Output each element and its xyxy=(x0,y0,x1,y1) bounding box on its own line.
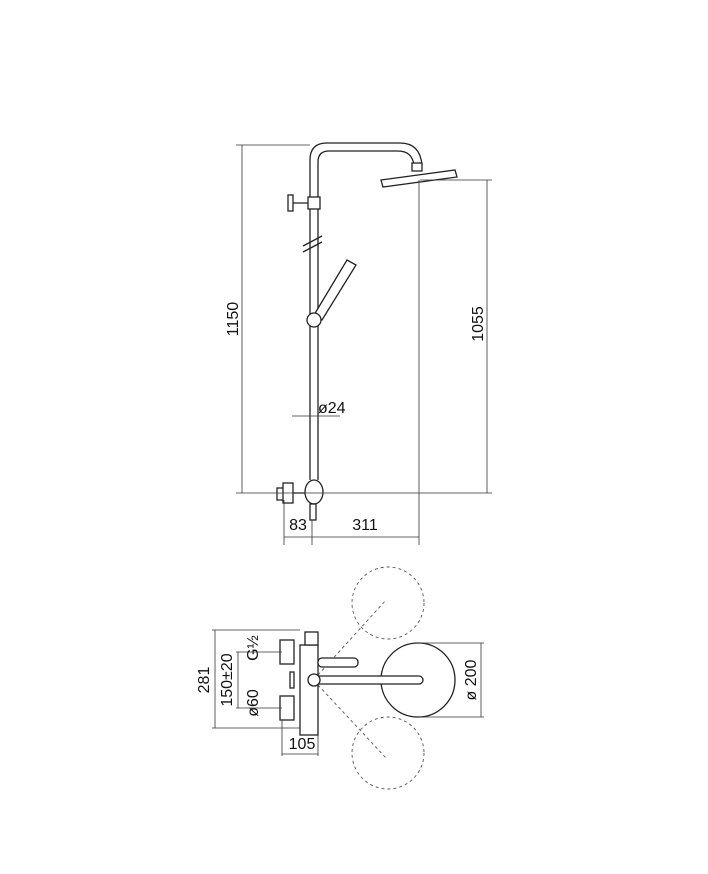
dim-escutcheon: ø60 xyxy=(245,689,262,717)
dim-thread: G½ xyxy=(245,635,262,661)
shower-arm-nut xyxy=(411,162,423,172)
dim-wall-offset: 83 xyxy=(289,517,307,534)
hand-shower-top xyxy=(317,657,359,668)
mixer-body xyxy=(299,644,319,736)
rotation-position-bottom xyxy=(351,716,425,790)
front-view: 1150 1055 ø24 83 311 xyxy=(225,142,492,545)
dim-arm-reach: 311 xyxy=(352,517,378,534)
rotation-position-top xyxy=(351,566,425,640)
dim-pipe-diameter: ø24 xyxy=(318,400,346,417)
dim-head-height: 1055 xyxy=(470,306,487,342)
slider xyxy=(306,312,322,328)
riser-pipe xyxy=(309,142,423,480)
bottom-elbow xyxy=(304,479,324,505)
dim-head-diameter: ø 200 xyxy=(463,659,480,700)
inlet-top xyxy=(279,639,295,665)
hand-shower xyxy=(313,259,357,321)
top-view: 281 150±20 G½ ø60 105 ø 200 xyxy=(196,566,484,790)
dim-total-width: 281 xyxy=(196,667,213,694)
shower-arm-top xyxy=(314,675,424,685)
dim-depth: 105 xyxy=(289,736,316,753)
dim-inlet-spacing: 150±20 xyxy=(219,653,236,706)
dim-total-height: 1150 xyxy=(225,302,242,337)
diverter-knob xyxy=(287,194,294,212)
shower-head xyxy=(380,169,458,188)
inlet-bottom xyxy=(279,695,295,721)
